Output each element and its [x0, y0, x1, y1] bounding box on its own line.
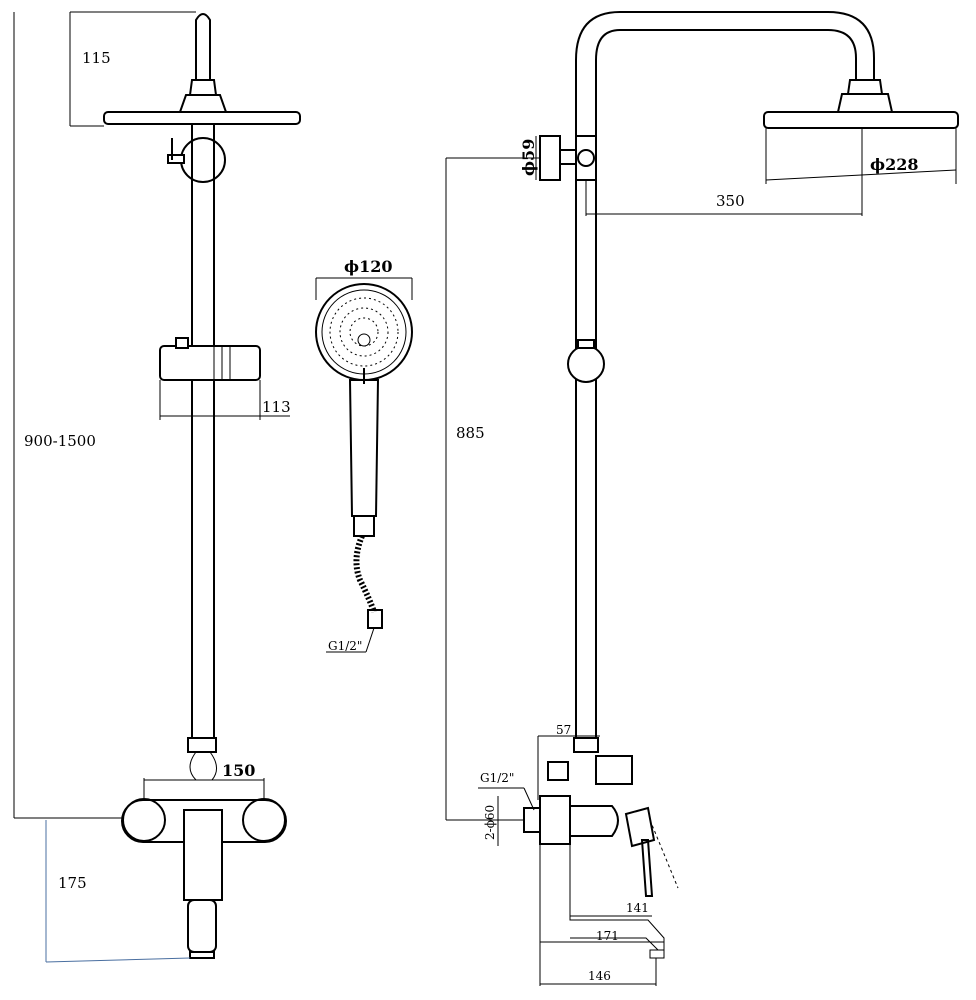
- side-bracket: [595, 755, 633, 785]
- dim-spout-drop: 175: [58, 874, 87, 892]
- front-rail: [191, 123, 215, 745]
- side-slide-holder: [567, 345, 605, 383]
- hand-shower-handle: [348, 379, 380, 517]
- side-head-cap: [836, 93, 894, 113]
- side-lever: [624, 806, 656, 848]
- inlet-thread-label: G1/2": [480, 771, 514, 785]
- dim-height-range: 900-1500: [24, 432, 96, 450]
- side-shower-head: [763, 111, 959, 129]
- dim-head-height: 115: [82, 49, 111, 67]
- front-spout: [187, 899, 217, 953]
- dim-valve-spacing: 150: [222, 761, 255, 780]
- hand-shower-view: ϕ120 G1/2": [315, 257, 413, 653]
- front-view: 115 900-1500 113 150 175: [13, 11, 301, 963]
- front-diverter-knob: [180, 137, 226, 183]
- front-shower-head: [103, 111, 301, 125]
- dim-body-depth: 146: [588, 969, 611, 983]
- side-inlet-top: [547, 761, 569, 781]
- dim-wall-rosette: ϕ59: [519, 139, 538, 176]
- front-gooseneck: [195, 13, 211, 81]
- side-spout: [569, 836, 665, 951]
- front-slide-holder: [159, 345, 261, 381]
- front-head-cap: [178, 94, 228, 113]
- dim-head-diameter: ϕ228: [870, 155, 918, 174]
- dim-rail-length: 885: [456, 424, 485, 442]
- side-flange: [539, 795, 571, 845]
- hand-shower-hose: [353, 534, 377, 613]
- front-head-connector: [188, 79, 218, 96]
- front-rail-connector: [187, 737, 217, 753]
- front-nut: [189, 751, 217, 781]
- dim-flange: 2-ϕ60: [483, 805, 497, 840]
- side-rail: [575, 179, 597, 741]
- front-diverter-lever: [167, 154, 185, 164]
- dim-handle-depth: 141: [626, 901, 649, 915]
- side-wall-rosette: [539, 135, 561, 181]
- hose-nut: [367, 609, 383, 629]
- dim-top-offset: 57: [556, 723, 571, 737]
- side-mixer-body: [569, 805, 619, 837]
- dim-arm-reach: 350: [716, 192, 745, 210]
- side-view: ϕ59 ϕ228 350 885 57 G1/2" 2-ϕ60 141 171: [445, 11, 959, 986]
- side-arm: [575, 11, 875, 150]
- front-lever: [183, 809, 223, 901]
- hand-shower-connector: [353, 515, 375, 537]
- dim-holder-width: 113: [262, 398, 291, 416]
- dim-hand-diameter: ϕ120: [344, 257, 392, 276]
- hose-thread-label: G1/2": [328, 639, 362, 653]
- dim-spout-length: 171: [596, 929, 619, 943]
